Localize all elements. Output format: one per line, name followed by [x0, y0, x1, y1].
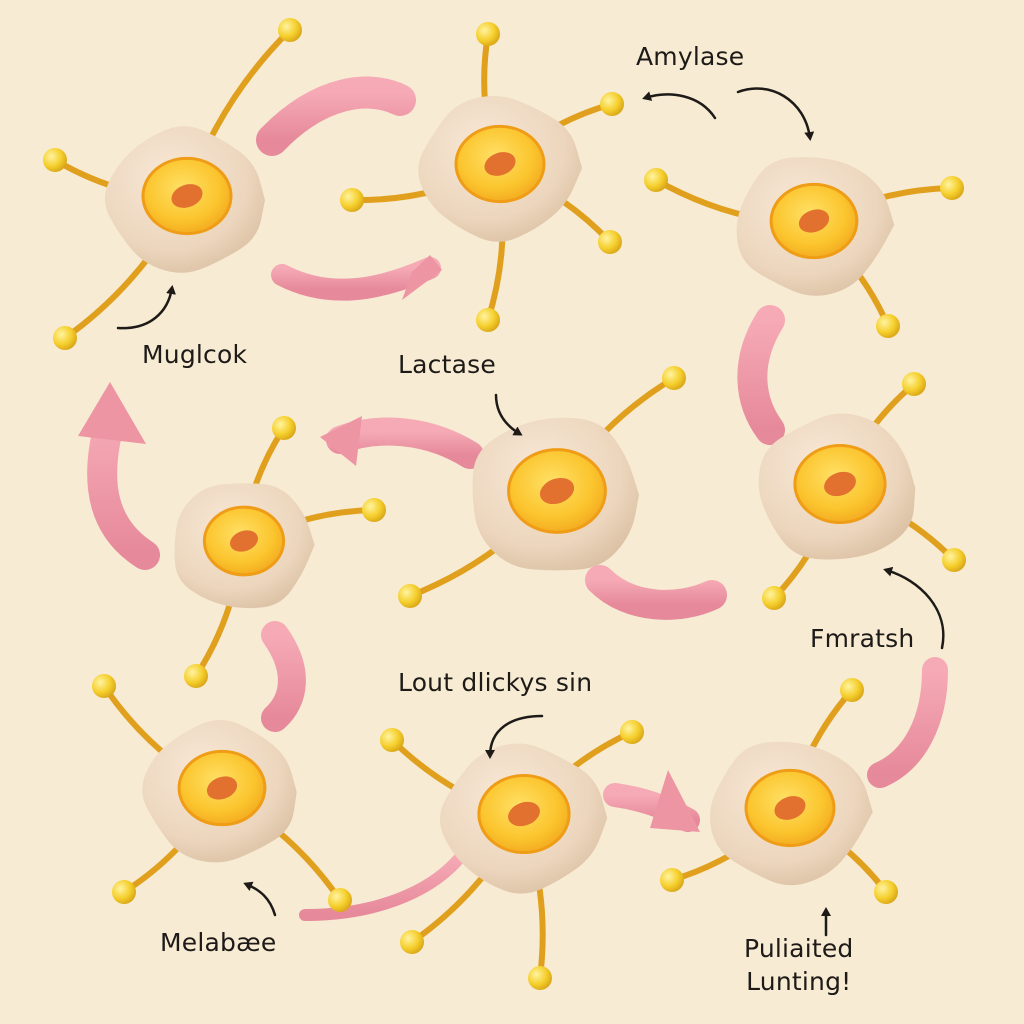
arm-tip-sphere [272, 416, 296, 440]
arm-tip-sphere [762, 586, 786, 610]
arm-tip-sphere [53, 326, 77, 350]
band-arrowhead-bottom [650, 770, 700, 832]
arm-tip-sphere [184, 664, 208, 688]
nucleus-core [774, 796, 806, 820]
enzyme-cell [174, 416, 386, 688]
arm-tip-sphere [92, 674, 116, 698]
enzyme-cells [43, 18, 966, 990]
arm-tip-sphere [660, 868, 684, 892]
nucleus-core [171, 184, 203, 208]
arm-tip-sphere [598, 230, 622, 254]
enzyme-cell [398, 366, 686, 608]
arm-tip-sphere [528, 966, 552, 990]
label-puliaited-line2: Lunting! [746, 967, 852, 996]
arrow-lactase [494, 393, 523, 436]
arm-tip-sphere [662, 366, 686, 390]
label-muglcok: Muglcok [142, 340, 248, 369]
nucleus-core [508, 801, 540, 827]
arm-tip-sphere [398, 584, 422, 608]
arrow-fmratsh [883, 566, 945, 650]
arm-tip-sphere [340, 188, 364, 212]
label-lactase: Lactase [398, 350, 496, 379]
nucleus-core [798, 209, 830, 233]
enzyme-cell [660, 678, 898, 904]
arm-tip-sphere [644, 168, 668, 192]
arm-tip-sphere [902, 372, 926, 396]
arm-tip-sphere [43, 148, 67, 172]
band-bottom-tail [299, 849, 468, 921]
arm-tip-sphere [362, 498, 386, 522]
nucleus-core [206, 776, 238, 800]
arm-tip-sphere [620, 720, 644, 744]
enzyme-cell [43, 18, 302, 350]
enzyme-cell [758, 372, 966, 610]
label-puliaited-line1: Puliaited [744, 934, 854, 963]
enzyme-cell [340, 22, 624, 332]
band-left-lower [261, 621, 306, 732]
enzyme-cell [380, 720, 644, 990]
enzyme-cell [644, 157, 964, 338]
arrow-melabaee [243, 881, 277, 917]
enzyme-cell [92, 674, 352, 912]
band-arrowhead-left [78, 382, 146, 444]
arm-tip-sphere [876, 314, 900, 338]
band-right-vertical [737, 305, 785, 445]
arm-tip-sphere [328, 888, 352, 912]
arm-tip-sphere [942, 548, 966, 572]
band-right-lower [867, 657, 948, 788]
nucleus-core [230, 530, 258, 552]
arrow-amylase-left [642, 91, 717, 120]
label-puliaited: Puliaited Lunting! [744, 932, 854, 998]
label-lout-dlickys-sin: Lout dlickys sin [398, 668, 593, 697]
arm-tip-sphere [278, 18, 302, 42]
label-amylase: Amylase [636, 42, 745, 71]
arrow-amylase-right [736, 87, 815, 141]
arm-tip-sphere [940, 176, 964, 200]
arm-tip-sphere [400, 930, 424, 954]
band-middle-lower [585, 565, 727, 620]
annotation-arrows [116, 87, 945, 937]
nucleus-core [484, 152, 516, 176]
arrow-lout [485, 714, 544, 759]
arm-tip-sphere [476, 308, 500, 332]
arm-tip-sphere [840, 678, 864, 702]
arm-tip-sphere [476, 22, 500, 46]
band-arrowhead-middle [320, 416, 362, 466]
pink-bands [87, 76, 948, 921]
arm-tip-sphere [874, 880, 898, 904]
band-arrowheads [78, 255, 700, 832]
band-top-curve [256, 76, 416, 156]
arrow-muglcok [116, 285, 176, 330]
nucleus-core [824, 471, 856, 497]
arm-tip-sphere [380, 728, 404, 752]
arm-tip-sphere [112, 880, 136, 904]
nucleus-core [539, 477, 575, 505]
arm-tip-sphere [600, 92, 624, 116]
label-melabaee: Melabæe [160, 928, 277, 957]
band-arrowhead-top [402, 255, 442, 300]
label-fmratsh: Fmratsh [810, 624, 915, 653]
